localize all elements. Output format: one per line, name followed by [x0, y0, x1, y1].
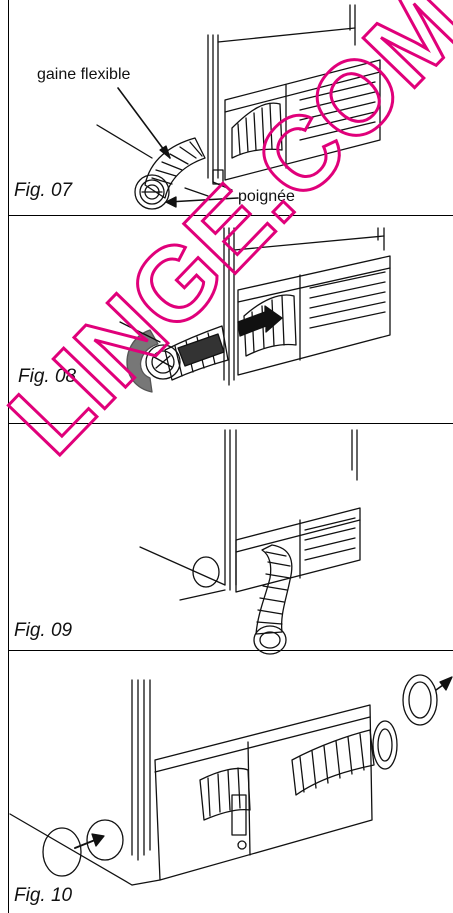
- callout-poignee: poignée: [238, 188, 295, 205]
- panel-divider: [8, 423, 453, 424]
- left-border-line: [8, 0, 9, 913]
- figure-caption-07: Fig. 07: [14, 180, 73, 201]
- fig07-dryer-drawing: [96, 4, 381, 210]
- figure-caption-08: Fig. 08: [18, 366, 77, 387]
- svg-text:LINGE.COM: LINGE.COM: [0, 0, 453, 477]
- panel-divider: [8, 650, 453, 651]
- figure-caption-09: Fig. 09: [14, 620, 73, 641]
- fig09-dryer-drawing: [139, 429, 361, 655]
- fig10-dryer-drawing: [9, 674, 453, 886]
- callout-gaine-flexible: gaine flexible: [37, 66, 131, 83]
- panel-divider: [8, 215, 453, 216]
- fig08-dryer-drawing: [119, 227, 391, 393]
- figure-caption-10: Fig. 10: [14, 885, 73, 906]
